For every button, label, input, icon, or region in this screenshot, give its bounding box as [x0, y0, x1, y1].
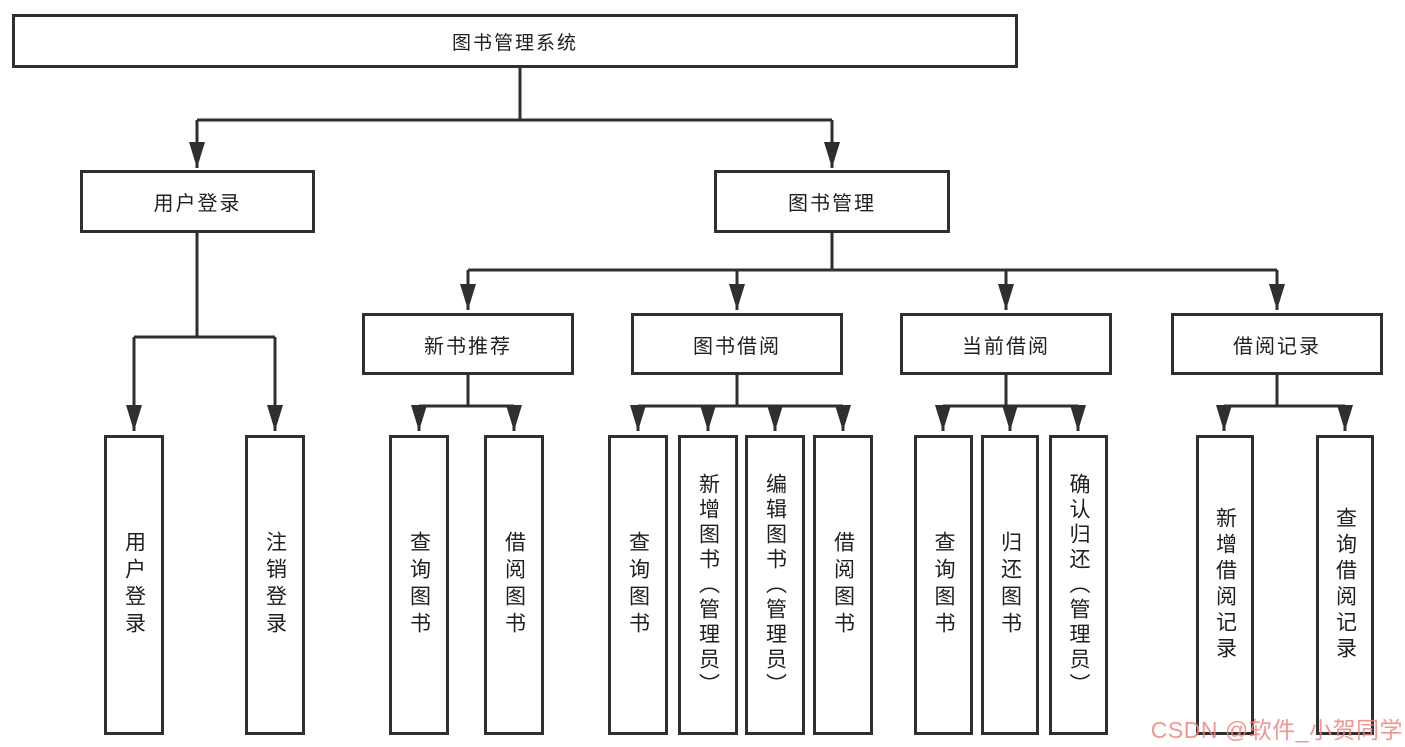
leaf-bb-borrow-books: 借阅图书 — [813, 435, 873, 735]
node-library-system: 图书管理系统 — [12, 14, 1018, 68]
leaf-br-query-record: 查询借阅记录 — [1316, 435, 1374, 735]
leaf-cb-query-books: 查询图书 — [914, 435, 973, 735]
connector-current-borrowing — [943, 375, 1078, 408]
leaf-nbr-borrow-books: 借阅图书 — [484, 435, 544, 735]
connector-user-login — [134, 233, 275, 339]
connector-borrowing-records — [1224, 375, 1345, 408]
node-user-login: 用户登录 — [80, 170, 315, 233]
node-new-book-recommend: 新书推荐 — [362, 313, 574, 375]
connector-root — [197, 68, 832, 122]
leaf-bb-edit-books-admin: 编辑图书（管理员） — [745, 435, 805, 735]
node-current-borrowing: 当前借阅 — [900, 313, 1112, 375]
node-book-management: 图书管理 — [714, 170, 950, 233]
leaf-bb-query-books: 查询图书 — [608, 435, 668, 735]
connector-book-borrowing — [638, 375, 843, 408]
leaf-nbr-query-books: 查询图书 — [389, 435, 449, 735]
leaf-cb-confirm-return-admin: 确认归还（管理员） — [1049, 435, 1108, 735]
leaf-user-login: 用户登录 — [104, 435, 164, 735]
node-borrowing-records: 借阅记录 — [1171, 313, 1383, 375]
connector-new-book-recommend — [419, 375, 514, 408]
leaf-bb-add-books-admin: 新增图书（管理员） — [678, 435, 738, 735]
leaf-logout: 注销登录 — [245, 435, 305, 735]
leaf-cb-return-books: 归还图书 — [981, 435, 1039, 735]
connector-book-management — [468, 233, 1277, 272]
leaf-br-add-record: 新增借阅记录 — [1196, 435, 1254, 735]
node-book-borrowing: 图书借阅 — [631, 313, 843, 375]
